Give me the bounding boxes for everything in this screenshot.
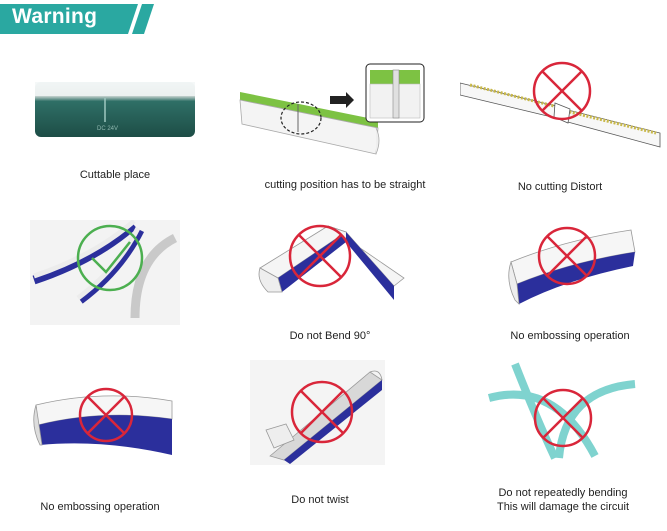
caption-cuttable-place: Cuttable place — [79, 169, 151, 181]
prohibit-icon — [537, 226, 597, 286]
prohibit-icon — [533, 388, 593, 448]
caption-do-not-bend-90: Do not Bend 90° — [289, 330, 371, 342]
svg-text:DC 24V: DC 24V — [97, 126, 118, 132]
straight-cut-diagram — [238, 62, 428, 162]
caption-damage-circuit: This will damage the circuit — [496, 501, 630, 513]
repeated-bend-diagram — [485, 360, 640, 460]
bend-90-diagram — [258, 220, 408, 305]
prohibit-icon — [288, 224, 352, 288]
caption-no-cutting-distort: No cutting Distort — [517, 181, 603, 193]
check-circle-icon — [76, 224, 144, 292]
embossing-diagram — [505, 222, 640, 307]
warning-title: Warning — [12, 5, 98, 28]
caption-do-not-twist: Do not twist — [291, 494, 349, 506]
caption-no-embossing-2: No embossing operation — [40, 501, 160, 513]
warning-banner: Warning — [0, 0, 160, 38]
prohibit-icon — [532, 61, 592, 121]
twist-diagram — [250, 360, 385, 465]
correct-bend-diagram — [30, 220, 180, 325]
banner-shape — [0, 4, 154, 34]
caption-straight-cut: cutting position has to be straight — [264, 179, 426, 191]
prohibit-icon — [78, 387, 134, 443]
prohibit-icon — [290, 380, 354, 444]
distorted-cut-diagram — [460, 55, 665, 165]
caption-no-embossing-1: No embossing operation — [510, 330, 630, 342]
embossing-diagram — [32, 385, 182, 460]
caption-do-not-repeatedly-bending: Do not repeatedly bending — [498, 487, 628, 499]
cut-mark-photo: DC 24V — [35, 82, 195, 137]
